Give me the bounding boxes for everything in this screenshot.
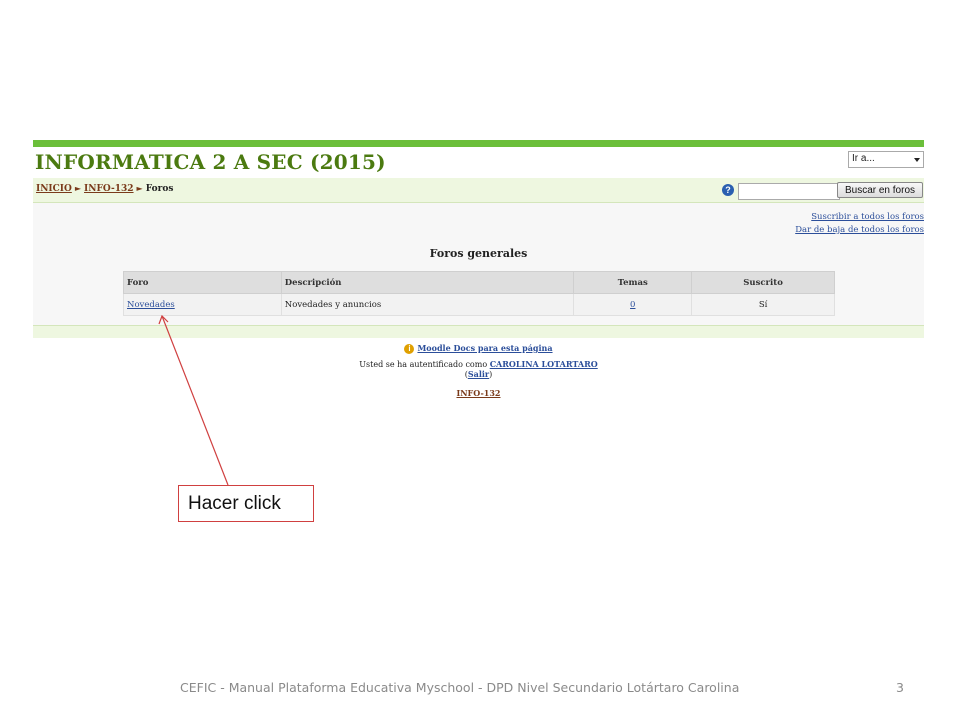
jump-to-select-value: Ir a... — [852, 153, 875, 164]
forums-main-content: Suscribir a todos los foros Dar de baja … — [33, 203, 924, 325]
login-info: Usted se ha autentificado como CAROLINA … — [33, 359, 924, 369]
jump-to-select[interactable]: Ir a... — [848, 151, 924, 168]
chevron-down-icon — [914, 158, 920, 162]
moodle-docs-link[interactable]: Moodle Docs para esta página — [417, 343, 553, 353]
subscription-links: Suscribir a todos los foros Dar de baja … — [795, 211, 924, 237]
subscribed-cell: Sí — [691, 293, 835, 316]
section-title: Foros generales — [429, 247, 528, 260]
column-header-description: Descripción — [280, 271, 575, 294]
course-header: INFORMATICA 2 A SEC (2015) Ir a... — [33, 147, 924, 178]
breadcrumb-course-link[interactable]: INFO-132 — [84, 184, 134, 194]
slide-page-number: 3 — [896, 680, 904, 695]
column-header-subscribed: Suscrito — [691, 271, 835, 294]
course-link-line: INFO-132 — [33, 388, 924, 398]
navigation-bar: INICIO►INFO-132►Foros ? Buscar en foros — [33, 178, 924, 203]
column-header-forum: Foro — [123, 271, 282, 294]
subscribe-all-link[interactable]: Suscribir a todos los foros — [811, 212, 924, 222]
logout-open-paren: ( — [464, 370, 468, 379]
info-icon: i — [404, 344, 415, 354]
course-title: INFORMATICA 2 A SEC (2015) — [35, 150, 386, 174]
question-icon[interactable]: ? — [722, 184, 734, 196]
breadcrumb: INICIO►INFO-132►Foros — [36, 183, 173, 194]
bottom-green-bar — [33, 325, 924, 338]
breadcrumb-home-link[interactable]: INICIO — [36, 184, 72, 194]
table-row: Novedades Novedades y anuncios 0 Sí — [123, 293, 835, 316]
moodle-screenshot: INFORMATICA 2 A SEC (2015) Ir a... INICI… — [33, 140, 924, 440]
footer-course-link[interactable]: INFO-132 — [456, 388, 501, 398]
slide-footer-text: CEFIC - Manual Plataforma Educativa Mysc… — [180, 680, 740, 695]
breadcrumb-separator: ► — [136, 183, 143, 193]
breadcrumb-separator: ► — [74, 183, 82, 193]
logout-link[interactable]: Salir — [467, 369, 490, 379]
login-text: Usted se ha autentificado como — [359, 360, 488, 369]
breadcrumb-current: Foros — [145, 184, 174, 194]
topics-cell: 0 — [573, 293, 693, 316]
forum-search-input[interactable] — [738, 183, 840, 200]
top-green-bar — [33, 140, 924, 147]
unsubscribe-all-link[interactable]: Dar de baja de todos los foros — [795, 225, 924, 235]
table-header-row: Foro Descripción Temas Suscrito — [123, 271, 835, 294]
column-header-topics: Temas — [573, 271, 693, 294]
description-cell: Novedades y anuncios — [280, 293, 575, 316]
logout-line: (Salir) — [33, 369, 924, 379]
user-profile-link[interactable]: CAROLINA LOTARTARO — [489, 359, 598, 369]
forum-cell: Novedades — [123, 293, 282, 316]
forum-link-novedades[interactable]: Novedades — [127, 299, 175, 310]
hacer-click-callout: Hacer click — [178, 485, 314, 522]
logout-close-paren: ) — [489, 370, 493, 379]
forums-table: Foro Descripción Temas Suscrito Novedade… — [123, 271, 835, 316]
forum-search-button[interactable]: Buscar en foros — [837, 182, 923, 198]
topics-count-link[interactable]: 0 — [630, 299, 636, 310]
